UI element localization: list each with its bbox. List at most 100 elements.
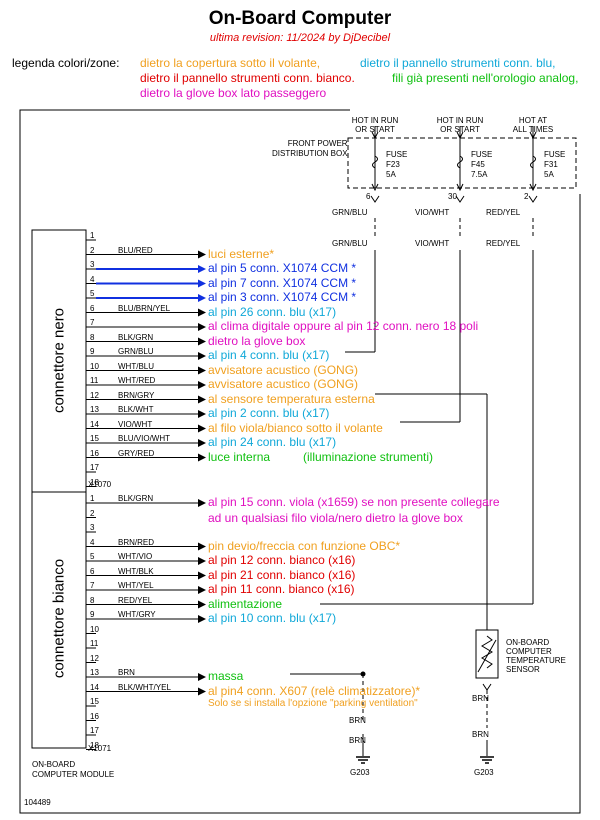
pin-arrow (198, 542, 206, 551)
fuse-f45-pin: 30 (448, 192, 457, 201)
pin-number: 16 (90, 448, 99, 458)
wire-color-label: BLK/GRN (118, 332, 154, 342)
pin-arrow (198, 265, 206, 273)
wire-color-label: GRN/BLU (118, 347, 154, 356)
sensor-label-line: ON-BOARD (506, 638, 550, 647)
pin-annotation: al pin 11 conn. bianco (x16) (208, 582, 355, 596)
ground-g203-right: G203 (474, 768, 494, 777)
pin-annotation: luce interna (208, 449, 271, 464)
pin-arrow (198, 395, 206, 404)
wire-color-label: WHT/BLK (118, 566, 154, 576)
wire-label: GRN/BLU (332, 239, 368, 248)
pin-annotation: al pin 15 conn. viola (x1659) se non pre… (208, 495, 500, 509)
wire-color-label: BLK/WHT (118, 405, 154, 414)
fuse-header-f31: HOT AT ALL TIMES (503, 116, 563, 134)
black-connector-id: X1070 (88, 480, 112, 489)
pin-number: 2 (90, 245, 95, 255)
legend-zone-glove-box: dietro la glove box lato passeggero (140, 86, 327, 100)
white-connector-id: X1071 (88, 744, 112, 753)
pin-arrow (198, 410, 206, 418)
wire-color-label: BRN/GRY (118, 390, 155, 400)
fuse-label-line: 7.5A (471, 170, 488, 179)
wire-color-label: BRN (118, 668, 135, 677)
figure-id: 104489 (24, 798, 51, 807)
pin-number: 12 (90, 653, 99, 663)
fuse-label-line: 5A (386, 170, 396, 179)
pin-annotation: al pin 12 conn. bianco (x16) (208, 553, 356, 567)
pin-number: 9 (90, 347, 95, 356)
fuse-f31-pin: 2 (524, 192, 529, 201)
fuse-header-f45: HOT IN RUN OR START (430, 116, 490, 134)
ground-wire-label: BRN (472, 694, 489, 703)
power-box-label-line2: DISTRIBUTION BOX (272, 149, 348, 158)
pin-annotation: al filo viola/bianco sotto il volante (208, 420, 383, 435)
pin-number: 14 (90, 682, 99, 692)
fuse-f23-pin: 6 (366, 192, 371, 201)
pin-arrow (198, 673, 206, 681)
pin-number: 1 (90, 494, 95, 503)
legend-zone-blue-connector: dietro il pannello strumenti conn. blu, (360, 56, 556, 70)
fuse-label-line: F31 (544, 160, 558, 169)
pin-arrow (198, 557, 206, 565)
pin-number: 8 (90, 332, 95, 342)
wire-color-label: WHT/RED (118, 376, 156, 385)
pin-arrow (198, 323, 206, 331)
pin-number: 6 (90, 303, 95, 313)
pin-arrow (198, 499, 206, 507)
pin-annotation: al pin 2 conn. blu (x17) (208, 406, 330, 420)
pin-annotation: al sensore temperatura esterna (208, 391, 375, 406)
wire-color-label: WHT/BLU (118, 361, 154, 371)
pin-annotation: al pin 7 conn. X1074 CCM * (208, 275, 357, 290)
wire-color-label: WHT/YEL (118, 581, 154, 590)
legend-zone-white-connector: dietro il pannello strumenti conn. bianc… (140, 71, 355, 85)
wire-label: RED/YEL (486, 208, 521, 217)
pin-number: 10 (90, 624, 99, 634)
revision-subtitle: ultima revision: 11/2024 by DjDecibel (209, 32, 391, 44)
pin-arrow (198, 294, 206, 302)
fuse-header-line2: OR START (355, 125, 395, 134)
pin-annotation: avvisatore acustico (GONG) (208, 362, 359, 377)
fuse-header-line2: ALL TIMES (512, 125, 554, 134)
sensor-label-line: COMPUTER (506, 647, 552, 656)
fuse-f45-label: FUSE F45 7.5A (471, 150, 492, 180)
pin-arrow (198, 586, 206, 594)
pin-number: 12 (90, 390, 99, 400)
pin-number: 3 (90, 523, 95, 532)
pin-arrow (198, 571, 206, 580)
pin-number: 4 (90, 537, 95, 547)
wire-color-label: RED/YEL (118, 595, 153, 605)
fuse-label-line: FUSE (471, 150, 493, 159)
pin-arrow (198, 250, 206, 259)
pin-number: 15 (90, 697, 99, 706)
pin-annotation-continued: ad un qualsiasi filo viola/nero dietro l… (208, 511, 463, 525)
pin-annotation: luci esterne* (208, 246, 275, 261)
fuse-header-line1: HOT IN RUN (436, 116, 484, 125)
pin-number: 16 (90, 711, 99, 721)
fuse-label-line: F23 (386, 160, 400, 169)
fuse-header-line1: HOT IN RUN (351, 116, 399, 125)
fuse-header-line1: HOT AT (518, 116, 548, 125)
power-box-label-line1: FRONT POWER (287, 139, 348, 148)
pin-arrow (198, 352, 206, 360)
pin-number: 8 (90, 595, 95, 605)
pin-number: 9 (90, 610, 95, 619)
pin-number: 5 (90, 552, 95, 561)
wire-color-label: GRY/RED (118, 448, 155, 458)
pin-number: 17 (90, 463, 99, 472)
fuse-header-f23: HOT IN RUN OR START (345, 116, 405, 134)
wire-color-label: BRN/RED (118, 537, 155, 547)
wire-color-label: VIO/WHT (118, 419, 153, 429)
pin-annotation: avvisatore acustico (GONG) (208, 377, 359, 391)
pin-annotation: al pin4 conn. X607 (relè climatizzatore)… (208, 683, 421, 698)
pin-number: 7 (90, 318, 95, 327)
fuse-f23-label: FUSE F23 5A (386, 150, 407, 180)
pin-annotation: dietro la glove box (208, 333, 306, 348)
fuse-label-line: F45 (471, 160, 485, 169)
pin-number: 7 (90, 581, 95, 590)
pin-number: 10 (90, 361, 99, 371)
pin-number: 14 (90, 419, 99, 429)
black-connector-label: connettore nero (50, 307, 68, 414)
pin-number: 6 (90, 566, 95, 576)
pin-number: 18 (90, 477, 99, 487)
